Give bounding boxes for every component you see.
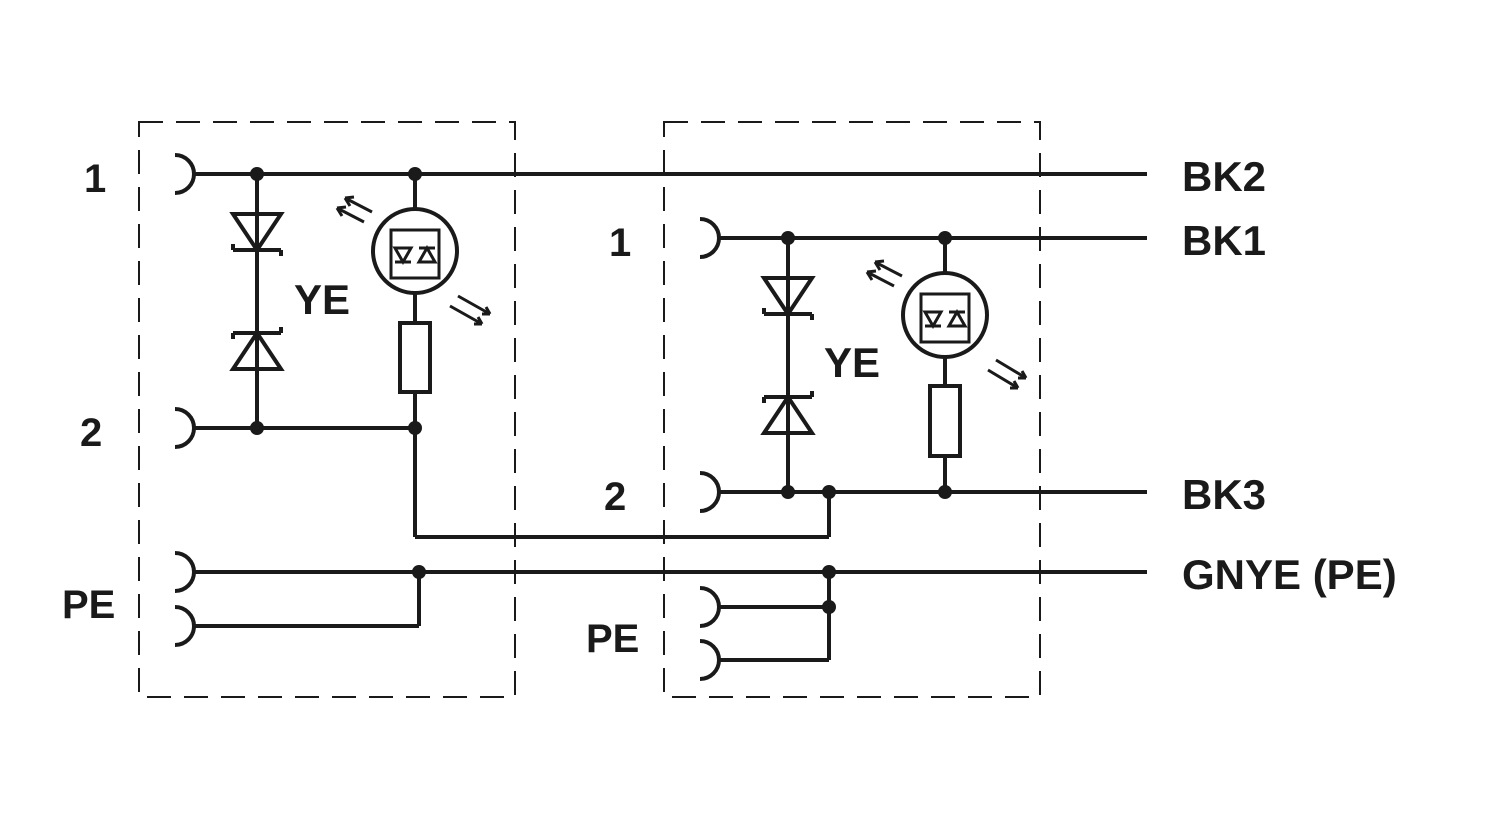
left-pe-contact-1	[174, 551, 196, 593]
junction-dot	[781, 485, 795, 499]
junction-dot	[250, 421, 264, 435]
junction-dot	[781, 231, 795, 245]
bk3-label: BK3	[1182, 471, 1266, 518]
right-module-boundary	[663, 121, 1041, 698]
left-module-boundary	[138, 121, 516, 698]
left-pin1-contact	[174, 153, 196, 195]
right-tvs-diode	[760, 276, 816, 435]
right-pin2-label: 2	[604, 475, 626, 519]
left-module: 1 2 PE YE	[62, 121, 516, 698]
left-pin1-label: 1	[84, 157, 106, 201]
junction-dot	[412, 565, 426, 579]
junction-dot	[938, 231, 952, 245]
junction-dot	[408, 421, 422, 435]
left-pin2-contact	[174, 407, 196, 449]
right-led-incoming-arrows-icon	[865, 259, 903, 288]
left-led	[371, 207, 459, 295]
right-led-outgoing-arrows-icon	[987, 358, 1028, 390]
junction-dot	[408, 167, 422, 181]
right-pin2-contact	[699, 471, 721, 513]
right-pe-contact-2	[699, 639, 721, 681]
right-led	[901, 271, 989, 359]
junction-dot	[822, 565, 836, 579]
right-resistor	[928, 384, 962, 458]
gnye-label: GNYE (PE)	[1182, 551, 1397, 598]
junction-dots	[250, 167, 952, 614]
left-tvs-diode	[229, 212, 285, 371]
junction-dot	[938, 485, 952, 499]
junction-dot	[822, 600, 836, 614]
right-pe-contact-1	[699, 586, 721, 628]
right-led-color-label: YE	[824, 339, 880, 386]
right-pin1-contact	[699, 217, 721, 259]
right-pin1-label: 1	[609, 221, 631, 265]
junction-dot	[822, 485, 836, 499]
left-led-outgoing-arrows-icon	[449, 294, 492, 326]
left-pe-contact-2	[174, 605, 196, 647]
left-pin2-label: 2	[80, 411, 102, 455]
main-wires	[194, 172, 1147, 574]
bk2-label: BK2	[1182, 153, 1266, 200]
right-module: 1 2 PE YE	[586, 121, 1041, 698]
bk1-label: BK1	[1182, 217, 1266, 264]
left-led-incoming-arrows-icon	[335, 195, 373, 224]
junction-dot	[250, 167, 264, 181]
left-resistor	[398, 321, 432, 394]
right-pe-label: PE	[586, 617, 639, 661]
left-led-color-label: YE	[294, 276, 350, 323]
left-pe-label: PE	[62, 583, 115, 627]
